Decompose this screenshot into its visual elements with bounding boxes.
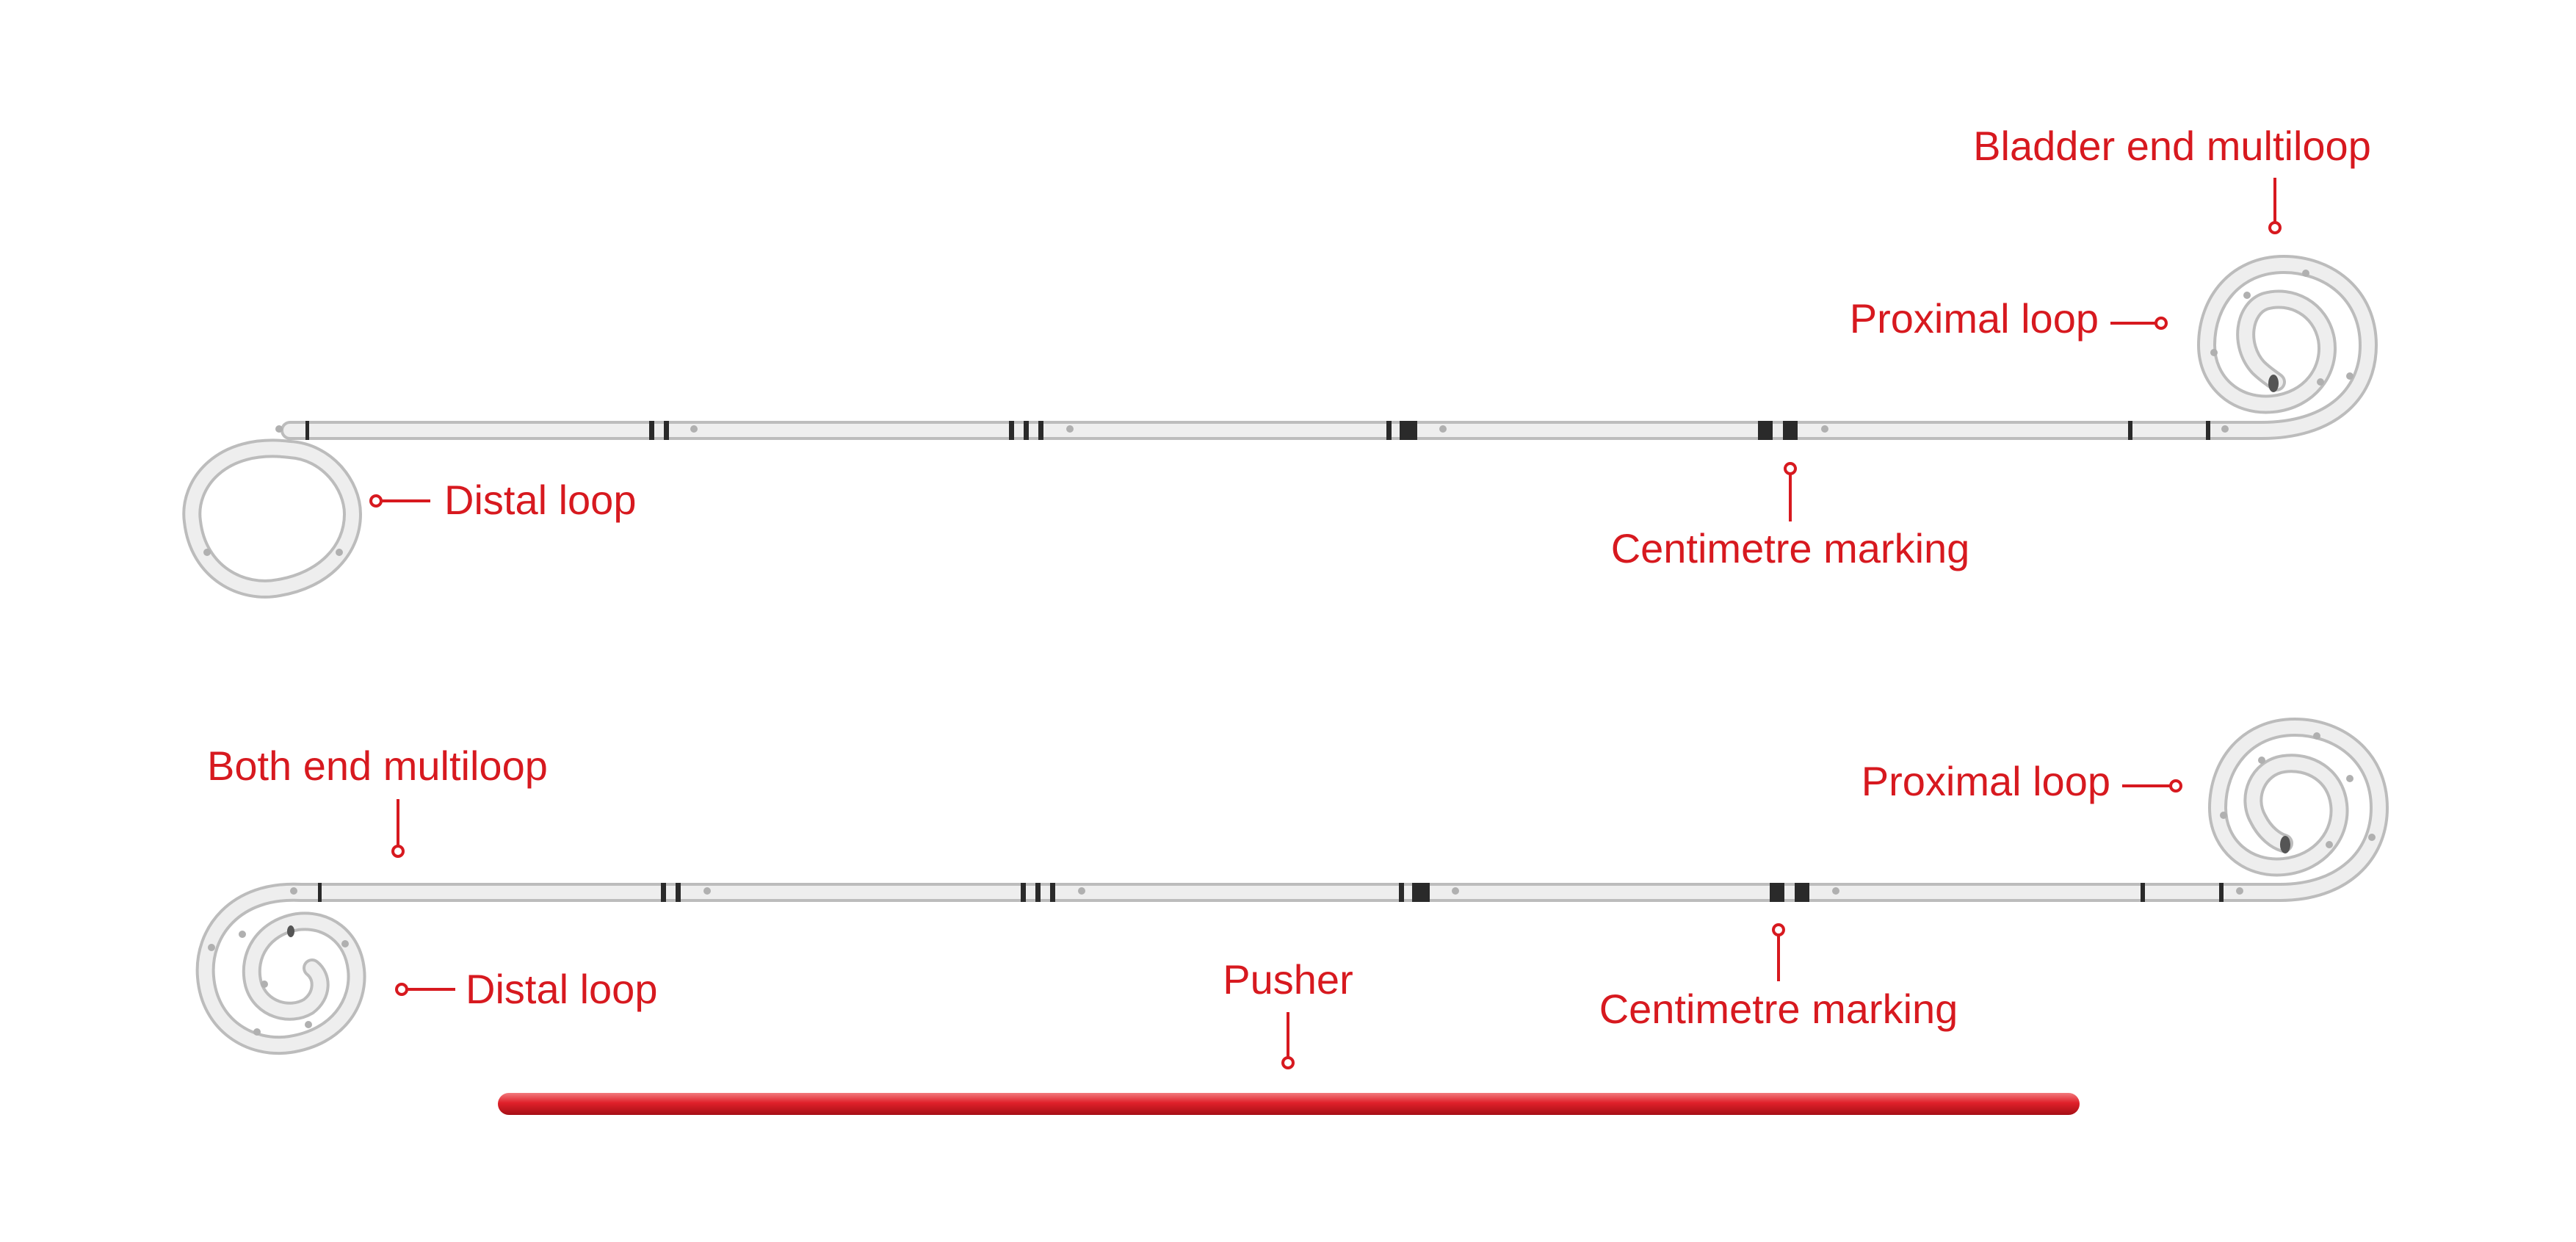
callout-bladder-end-multiloop: Bladder end multiloop	[1973, 123, 2371, 234]
both-end-multiloop-label: Both end multiloop	[207, 743, 548, 789]
stent-top-drainage-holes	[203, 270, 2354, 556]
stent-top-centimetre-markings	[305, 421, 2210, 440]
callout-distal-loop-bottom: Distal loop	[395, 966, 657, 1012]
proximal-loop-label-bottom: Proximal loop	[1862, 758, 2110, 804]
callout-centimetre-marking-top: Centimetre marking	[1611, 462, 1970, 571]
centimetre-marking-label-bottom: Centimetre marking	[1599, 986, 1958, 1032]
centimetre-marking-label-top: Centimetre marking	[1611, 525, 1970, 571]
callout-pusher: Pusher	[1223, 956, 1353, 1069]
bladder-end-multiloop-label: Bladder end multiloop	[1973, 123, 2371, 169]
stent-top-tube	[182, 254, 2378, 599]
stent-bottom-centimetre-markings	[318, 883, 2224, 902]
pusher-label: Pusher	[1223, 956, 1353, 1003]
pusher: Pusher	[498, 956, 2080, 1115]
stent-bottom-distal-tip	[287, 925, 294, 937]
proximal-loop-label-top: Proximal loop	[1850, 295, 2099, 342]
callout-proximal-loop-bottom: Proximal loop	[1862, 758, 2182, 804]
stent-top: Bladder end multiloop Proximal loop Dist…	[182, 123, 2378, 599]
distal-loop-label-bottom: Distal loop	[466, 966, 657, 1012]
callout-centimetre-marking-bottom: Centimetre marking	[1599, 923, 1958, 1032]
stent-bottom: Both end multiloop Proximal loop Distal …	[195, 717, 2389, 1055]
stent-bottom-tube	[195, 717, 2389, 1055]
stent-bottom-drainage-holes	[208, 732, 2376, 1036]
callout-both-end-multiloop: Both end multiloop	[207, 743, 548, 858]
stent-bottom-tip	[2280, 836, 2290, 853]
callout-distal-loop-top: Distal loop	[369, 477, 636, 523]
stent-top-tip	[2268, 375, 2279, 392]
pusher-rod	[498, 1093, 2080, 1115]
callout-proximal-loop-top: Proximal loop	[1850, 295, 2168, 342]
distal-loop-label-top: Distal loop	[444, 477, 636, 523]
